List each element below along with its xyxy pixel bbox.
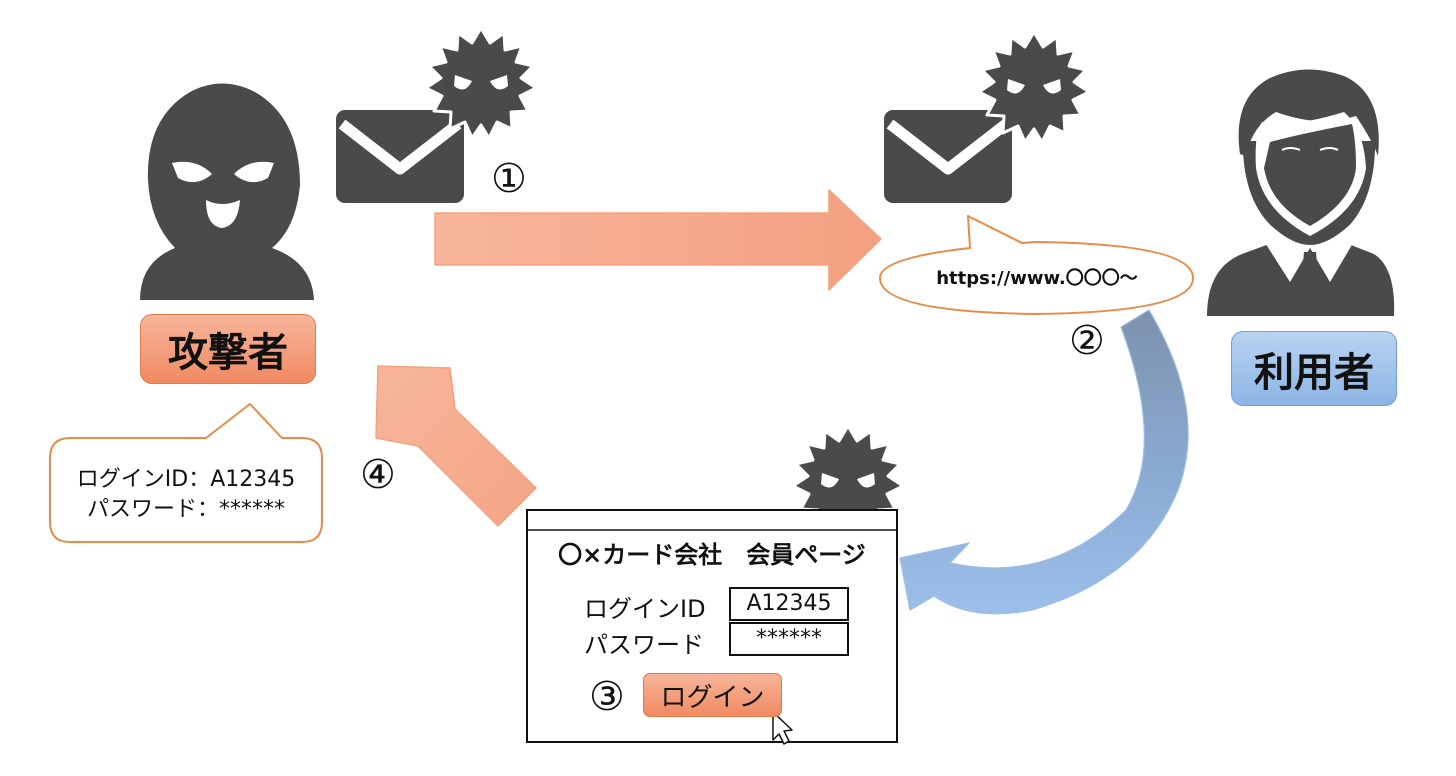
login-button-label: ログイン (660, 682, 765, 713)
attacker-label-text: 攻撃者 (168, 330, 288, 376)
user-label-text: 利用者 (1254, 349, 1374, 396)
masked-attacker-icon (140, 83, 314, 300)
step-3-marker: ③ (589, 674, 625, 720)
businessman-icon (1207, 69, 1395, 316)
fake-page-title: 〇×カード会社 会員ページ (558, 541, 866, 569)
password-field[interactable]: ****** (729, 622, 849, 656)
attacker-label: 攻撃者 (140, 314, 316, 384)
login-id-field[interactable]: A12345 (729, 587, 849, 621)
credentials-speech-bubble (49, 403, 323, 543)
password-label: パスワード (584, 631, 704, 659)
arrow-access-fake-site (899, 309, 1189, 615)
stolen-password: パスワード：****** (86, 497, 285, 522)
phishing-url-text: https://www.〇〇〇～ (936, 268, 1138, 289)
url-speech-bubble (879, 215, 1194, 315)
step-1-marker: ① (491, 156, 527, 202)
mouse-cursor-icon (772, 711, 793, 745)
malicious-mail-received-icon (884, 30, 1091, 203)
arrow-send-mail (434, 189, 882, 291)
arrow-credentials-stolen (375, 365, 537, 527)
login-button[interactable]: ログイン (643, 673, 782, 717)
login-id-label: ログインID (584, 595, 706, 623)
user-label: 利用者 (1231, 331, 1397, 406)
step-4-marker: ④ (360, 452, 396, 498)
stolen-login-id: ログインID：A12345 (76, 467, 296, 492)
step-2-marker: ② (1069, 318, 1105, 364)
